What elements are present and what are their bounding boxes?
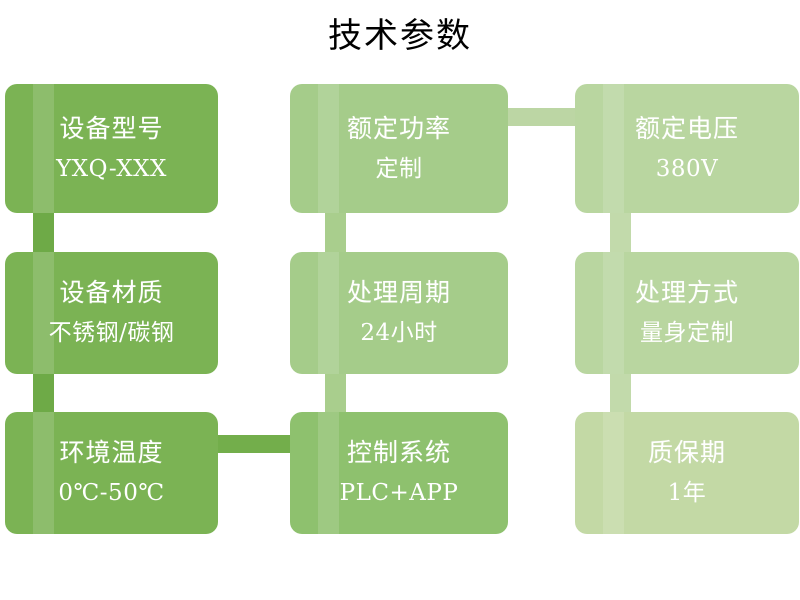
card-accent-bar [33, 84, 54, 213]
connector-voltage-to-method [610, 205, 631, 263]
page-title: 技术参数 [328, 16, 472, 56]
card-value: 量身定制 [640, 320, 734, 346]
card-value: PLC+APP [339, 480, 459, 506]
card-label: 环境温度 [59, 438, 164, 467]
card-value: 380V [655, 155, 719, 182]
connector-material-to-temperature [33, 365, 54, 423]
connector-model-to-material [33, 205, 54, 263]
card-label: 处理周期 [346, 278, 451, 307]
connector-power-to-cycle [325, 205, 346, 263]
card-equipment-material[interactable]: 设备材质 不锈钢/碳钢 [5, 252, 218, 374]
card-rated-power[interactable]: 额定功率 定制 [290, 84, 508, 213]
connector-cycle-to-control [325, 365, 346, 423]
card-accent-bar [603, 84, 624, 213]
card-label: 控制系统 [346, 438, 451, 467]
card-equipment-model[interactable]: 设备型号 YXQ-XXX [5, 84, 218, 213]
card-label: 质保期 [647, 438, 726, 467]
card-label: 设备材质 [59, 278, 164, 307]
card-warranty-period[interactable]: 质保期 1年 [575, 412, 799, 534]
connector-method-to-warranty [610, 365, 631, 423]
card-value: 1年 [667, 480, 707, 506]
card-value: 定制 [375, 155, 423, 182]
card-treatment-cycle[interactable]: 处理周期 24小时 [290, 252, 508, 374]
card-value: 0℃-50℃ [58, 480, 165, 506]
card-accent-bar [33, 412, 54, 534]
card-control-system[interactable]: 控制系统 PLC+APP [290, 412, 508, 534]
card-accent-bar [603, 412, 624, 534]
card-accent-bar [318, 412, 339, 534]
card-value: 24小时 [360, 320, 438, 346]
card-label: 设备型号 [59, 113, 164, 143]
card-accent-bar [318, 84, 339, 213]
card-accent-bar [33, 252, 54, 374]
card-label: 额定电压 [634, 113, 739, 143]
card-value: YXQ-XXX [56, 155, 167, 182]
card-label: 额定功率 [346, 113, 451, 143]
card-accent-bar [603, 252, 624, 374]
card-rated-voltage[interactable]: 额定电压 380V [575, 84, 799, 213]
card-accent-bar [318, 252, 339, 374]
card-ambient-temperature[interactable]: 环境温度 0℃-50℃ [5, 412, 218, 534]
card-label: 处理方式 [634, 278, 739, 307]
card-value: 不锈钢/碳钢 [48, 320, 175, 346]
card-treatment-method[interactable]: 处理方式 量身定制 [575, 252, 799, 374]
